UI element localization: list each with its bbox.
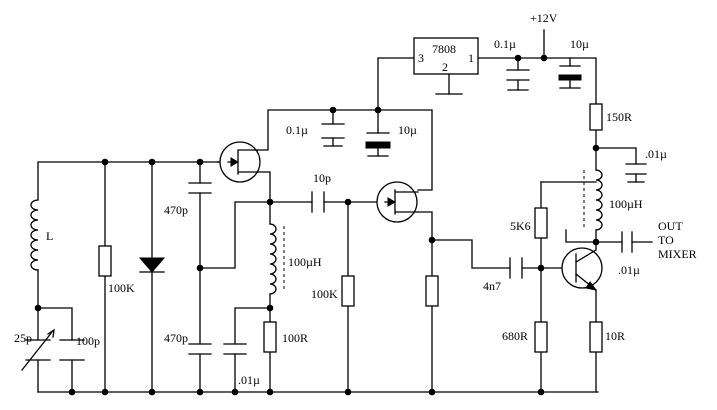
varactor-diode xyxy=(138,257,166,273)
tank-inductor xyxy=(30,199,39,271)
junction-dots xyxy=(34,54,600,396)
coupling-capacitor-4n7 xyxy=(509,257,523,279)
label-supply-bypass: .01µ xyxy=(645,147,667,161)
label-100p: 100p xyxy=(76,334,100,348)
label-100r: 100R xyxy=(282,331,308,345)
resistor-10r xyxy=(589,321,603,353)
regulator-7808: 7808 3 1 2 xyxy=(413,37,479,95)
label-100k-source: 100K xyxy=(311,287,338,301)
component-labels: 0.1µ 10µ 150R .01µ 0.1µ 10µ 10p L 100K 4… xyxy=(14,37,697,387)
label-470p-top: 470p xyxy=(164,203,188,217)
supply-bypass-capacitor xyxy=(625,163,647,183)
regulator-electrolytic-capacitor xyxy=(558,57,582,89)
label-inductor: L xyxy=(46,229,53,243)
fet2-source-resistor xyxy=(425,275,439,307)
source-choke xyxy=(269,223,285,295)
resistor-5k6 xyxy=(534,207,548,239)
regulator-output-capacitor xyxy=(506,69,530,91)
label-10p: 10p xyxy=(313,171,331,185)
fet-electrolytic-capacitor xyxy=(365,132,391,157)
label-fet-elec: 10µ xyxy=(398,123,417,137)
resistor-100k-gate xyxy=(98,245,112,277)
label-trimmer: 25p xyxy=(14,331,32,345)
regulator-pin-in-label: 3 xyxy=(418,51,424,65)
resistor-150r xyxy=(589,103,603,131)
label-source-choke: 100µH xyxy=(288,255,322,269)
label-470p-bottom: 470p xyxy=(164,331,188,345)
tank-capacitor xyxy=(59,339,85,361)
label-output-cap: .01µ xyxy=(618,263,640,277)
output-label-line: TO xyxy=(658,233,674,247)
fet-transistor-2 xyxy=(376,181,419,223)
regulator-part-label: 7808 xyxy=(432,42,456,56)
label-c-reg-in: 0.1µ xyxy=(494,37,516,51)
label-4n7: 4n7 xyxy=(483,279,501,293)
label-fet-bypass: 0.1µ xyxy=(286,123,308,137)
label-collector-choke: 100µH xyxy=(609,197,643,211)
label-source-bypass: .01µ xyxy=(238,373,260,387)
regulator-pin-out-label: 1 xyxy=(468,51,474,65)
resistor-680r xyxy=(534,321,548,353)
regulator-pin-gnd-label: 2 xyxy=(442,60,448,74)
label-100k-gate: 100K xyxy=(108,281,135,295)
label-680r: 680R xyxy=(502,329,528,343)
output-label-line: OUT xyxy=(658,219,683,233)
output-capacitor xyxy=(621,231,633,253)
trimmer-capacitor xyxy=(21,328,55,371)
feedback-capacitor-top xyxy=(188,182,212,194)
source-bypass-capacitor xyxy=(223,343,247,355)
label-150r: 150R xyxy=(606,110,632,124)
collector-choke xyxy=(583,169,603,231)
coupling-capacitor-10p xyxy=(311,191,325,213)
label-10r: 10R xyxy=(605,329,625,343)
label-c-reg-out: 10µ xyxy=(570,37,589,51)
fet-transistor-1 xyxy=(219,141,261,183)
label-5k6: 5K6 xyxy=(510,219,531,233)
wires xyxy=(37,29,653,393)
feedback-capacitor-bottom xyxy=(188,343,212,355)
resistor-100r xyxy=(263,321,277,353)
output-label-line: MIXER xyxy=(658,247,697,261)
supply-label: +12V xyxy=(530,11,558,25)
bjt-transistor xyxy=(561,247,603,291)
fet-bypass-capacitor xyxy=(321,123,345,147)
resistor-100k-fet2 xyxy=(341,275,355,307)
